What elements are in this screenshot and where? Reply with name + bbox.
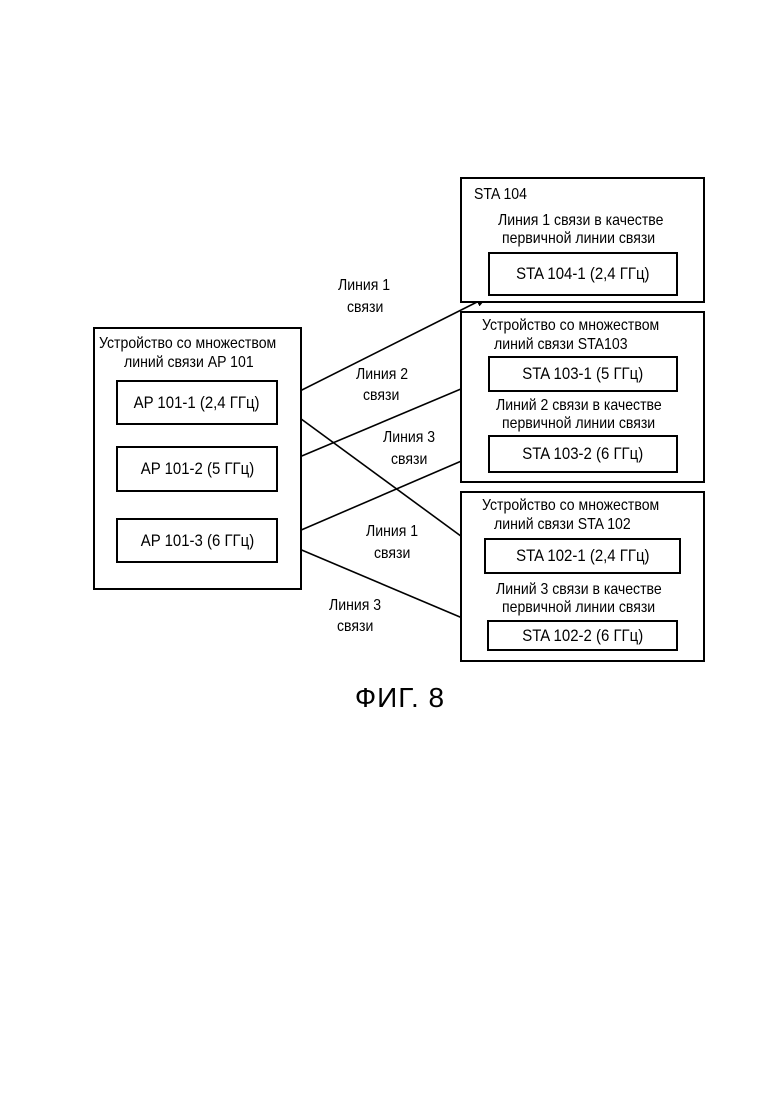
sta102-note-line2: первичной линии связи: [502, 598, 655, 617]
sta104-1-link-label: STA 104-1 (2,4 ГГц): [516, 264, 649, 284]
sta102-title-line1: Устройство со множеством: [482, 496, 659, 515]
conn-label-3-line2: связи: [391, 450, 427, 469]
conn-label-3-line1: Линия 3: [383, 428, 435, 447]
ap101-1-link-label: AP 101-1 (2,4 ГГц): [134, 393, 260, 413]
conn-label-5-line2: связи: [337, 617, 373, 636]
ap101-2-link-label: AP 101-2 (5 ГГц): [140, 459, 253, 479]
ap101-3-link-label: AP 101-3 (6 ГГц): [140, 531, 253, 551]
sta103-note-line2: первичной линии связи: [502, 414, 655, 433]
conn-label-5-line1: Линия 3: [329, 596, 381, 615]
sta102-2-link-box: STA 102-2 (6 ГГц): [487, 620, 678, 651]
ap101-1-link-box: AP 101-1 (2,4 ГГц): [116, 380, 278, 425]
sta104-note-line2: первичной линии связи: [502, 229, 655, 248]
figure-caption: ФИГ. 8: [0, 682, 780, 714]
sta102-title-line2: линий связи STA 102: [494, 515, 631, 534]
sta104-title: STA 104: [474, 185, 527, 204]
sta104-note-line1: Линия 1 связи в качестве: [498, 211, 663, 230]
sta102-2-link-label: STA 102-2 (6 ГГц): [522, 626, 643, 646]
sta103-1-link-box: STA 103-1 (5 ГГц): [488, 356, 678, 392]
sta103-note-line1: Линий 2 связи в качестве: [496, 396, 662, 415]
conn-label-2-line1: Линия 2: [356, 365, 408, 384]
conn-label-1-line1: Линия 1: [338, 276, 390, 295]
conn-label-4-line2: связи: [374, 544, 410, 563]
sta103-2-link-label: STA 103-2 (6 ГГц): [523, 444, 644, 464]
sta102-note-line1: Линий 3 связи в качестве: [496, 580, 662, 599]
sta104-1-link-box: STA 104-1 (2,4 ГГц): [488, 252, 678, 296]
ap101-3-link-box: AP 101-3 (6 ГГц): [116, 518, 278, 563]
ap101-2-link-box: AP 101-2 (5 ГГц): [116, 446, 278, 492]
conn-label-4-line1: Линия 1: [366, 522, 418, 541]
ap101-title-line1: Устройство со множеством: [99, 334, 276, 353]
sta102-1-link-box: STA 102-1 (2,4 ГГц): [484, 538, 681, 574]
sta103-title-line1: Устройство со множеством: [482, 316, 659, 335]
ap101-title-line2: линий связи AP 101: [124, 353, 254, 372]
sta103-2-link-box: STA 103-2 (6 ГГц): [488, 435, 678, 473]
sta102-1-link-label: STA 102-1 (2,4 ГГц): [516, 546, 649, 566]
sta103-1-link-label: STA 103-1 (5 ГГц): [523, 364, 644, 384]
sta103-title-line2: линий связи STA103: [494, 335, 628, 354]
conn-label-1-line2: связи: [347, 298, 383, 317]
conn-label-2-line2: связи: [363, 386, 399, 405]
